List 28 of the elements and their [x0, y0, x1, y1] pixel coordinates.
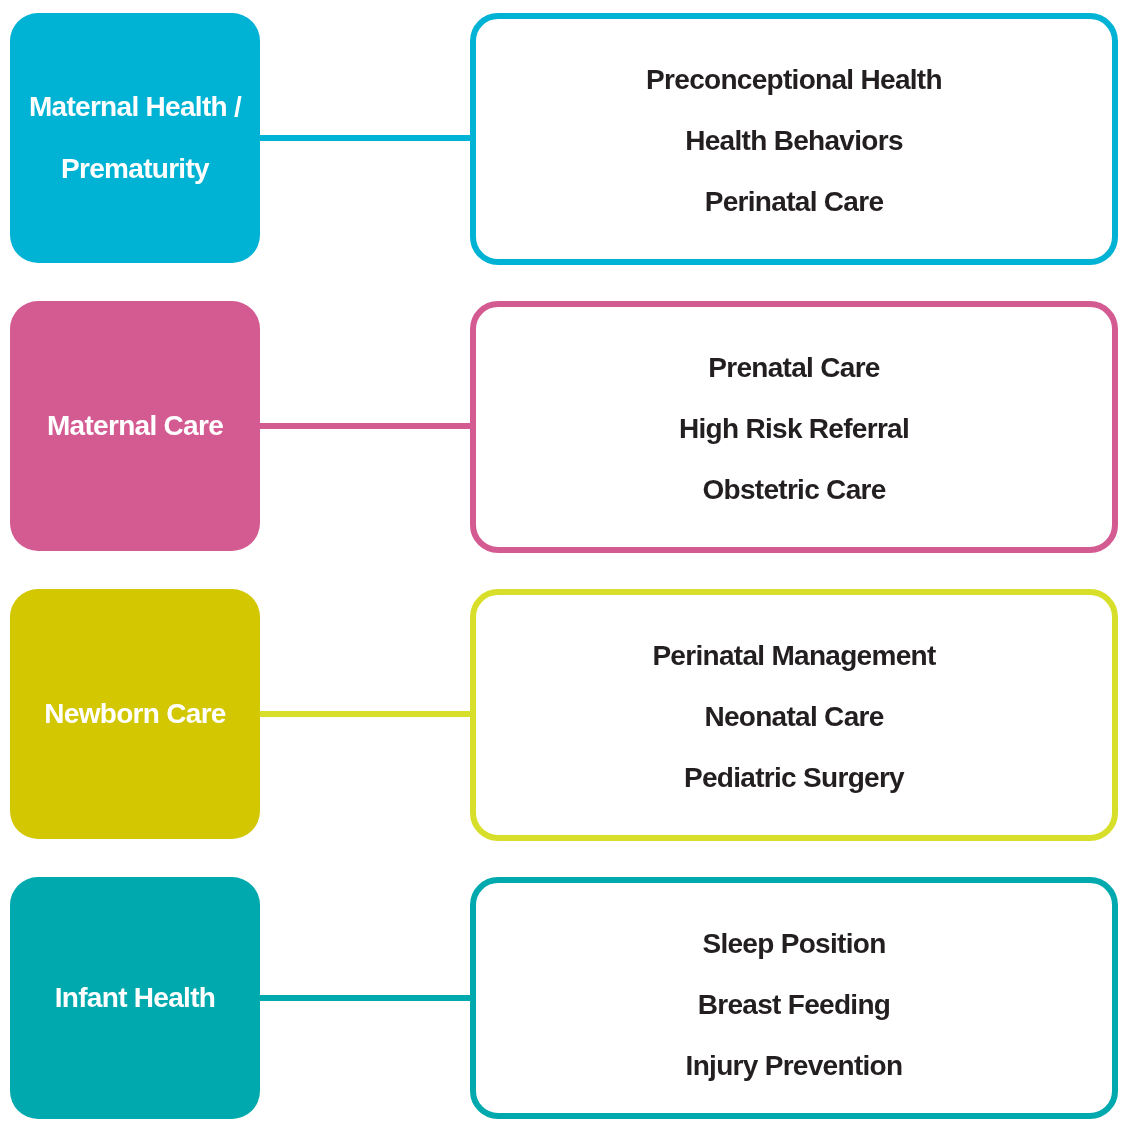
topic-box — [470, 301, 1118, 553]
topic-item: Breast Feeding — [697, 988, 891, 1022]
topic-item: Injury Prevention — [685, 1049, 903, 1083]
topic-item: Obstetric Care — [702, 473, 886, 507]
category-label: Maternal Health / Prematurity — [27, 90, 243, 186]
category-label: Maternal Care — [46, 409, 224, 443]
category-box — [10, 13, 260, 263]
topic-box — [470, 13, 1118, 265]
category-box — [10, 301, 260, 551]
category-box — [10, 589, 260, 839]
category-label: Newborn Care — [44, 697, 226, 731]
topic-item: Health Behaviors — [685, 124, 903, 158]
topic-box — [470, 589, 1118, 841]
topic-item: Sleep Position — [702, 927, 886, 961]
connector-line — [260, 995, 470, 1001]
topic-box — [470, 877, 1118, 1119]
category-label: Infant Health — [54, 981, 216, 1015]
topic-item: Perinatal Management — [652, 639, 936, 673]
topic-item: Perinatal Care — [704, 185, 884, 219]
topic-item: Prenatal Care — [708, 351, 880, 385]
category-box — [10, 877, 260, 1119]
topic-item: Preconceptional Health — [646, 63, 942, 97]
topic-item: High Risk Referral — [678, 412, 910, 446]
connector-line — [260, 135, 470, 141]
topic-item: Neonatal Care — [704, 700, 884, 734]
connector-line — [260, 423, 470, 429]
connector-line — [260, 711, 470, 717]
topic-item: Pediatric Surgery — [684, 761, 904, 795]
